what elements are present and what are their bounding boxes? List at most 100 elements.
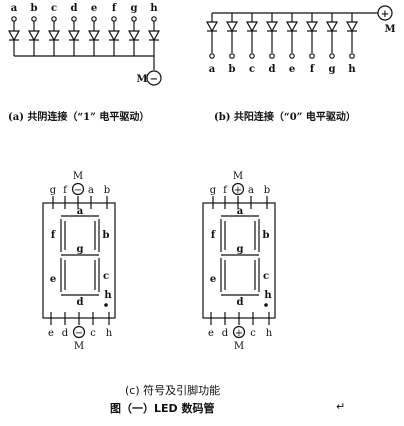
segment-label-g: g xyxy=(77,244,84,255)
pin-label-h: h xyxy=(106,328,113,339)
pin-label-b: b xyxy=(31,3,38,14)
segment-label-d: d xyxy=(77,297,84,308)
top-common-label: M xyxy=(73,171,83,182)
pin-label-a: a xyxy=(11,3,18,14)
pin-terminal xyxy=(71,16,77,22)
pin-terminal xyxy=(329,53,335,59)
pin-terminal xyxy=(349,53,355,59)
bottom-common-label: M xyxy=(74,341,84,352)
diode-e xyxy=(87,30,101,42)
segment-label-d: d xyxy=(237,297,244,308)
pin-terminal xyxy=(309,53,315,59)
segment-label-a: a xyxy=(77,206,84,217)
diode-d xyxy=(265,21,279,33)
pin-label-f: f xyxy=(112,3,117,14)
pin-terminal xyxy=(289,53,295,59)
minus-terminal-icon xyxy=(72,325,86,339)
segment-label-h: h xyxy=(104,290,112,301)
bottom-sign: + xyxy=(235,328,243,339)
pin-label-g: g xyxy=(50,185,57,196)
segment-label-e: e xyxy=(50,274,56,285)
segment-label-b: b xyxy=(263,230,270,241)
pin-label-e: e xyxy=(208,328,214,339)
pin-label-h: h xyxy=(150,3,158,14)
segment-label-c: c xyxy=(263,271,269,282)
top-sign: − xyxy=(74,185,82,196)
pin-label-b: b xyxy=(104,185,110,196)
segment-label-g: g xyxy=(237,244,244,255)
figure-title: 图（一）LED 数码管 xyxy=(110,401,214,415)
diode-a xyxy=(205,21,219,33)
pin-terminal xyxy=(229,53,235,59)
segment-label-e: e xyxy=(210,274,216,285)
plus-terminal-icon xyxy=(231,182,245,196)
diode-h xyxy=(345,21,359,33)
diode-d xyxy=(67,30,81,42)
top-common-label: M xyxy=(233,171,243,182)
pin-label-d: d xyxy=(222,328,229,339)
pin-label-f: f xyxy=(223,185,228,196)
plus-sign: + xyxy=(381,9,389,20)
diode-c xyxy=(245,21,259,33)
plus-terminal-icon xyxy=(377,5,393,21)
pin-label-d: d xyxy=(62,328,69,339)
return-mark: ↵ xyxy=(336,400,345,413)
diode-f xyxy=(305,21,319,33)
pin-label-b: b xyxy=(229,64,236,75)
pin-label-d: d xyxy=(71,3,78,14)
diode-e xyxy=(285,21,299,33)
diode-a xyxy=(7,30,21,42)
decimal-point-dot xyxy=(264,303,268,307)
segment-label-a: a xyxy=(237,206,244,217)
minus-terminal-icon xyxy=(146,70,162,86)
pin-label-a: a xyxy=(248,185,254,196)
pin-label-f: f xyxy=(310,64,315,75)
decimal-point-dot xyxy=(104,303,108,307)
pin-label-d: d xyxy=(269,64,276,75)
pin-terminal xyxy=(91,16,97,22)
pin-terminal xyxy=(269,53,275,59)
panel-a-common-cathode: a b c d e f g h −M xyxy=(7,3,162,86)
bottom-sign: − xyxy=(75,328,83,339)
minus-sign: − xyxy=(150,74,158,85)
common-label-m: M xyxy=(136,74,147,85)
segment-label-f: f xyxy=(211,230,216,241)
pin-terminal xyxy=(111,16,117,22)
diode-g xyxy=(127,30,141,42)
pin-label-f: f xyxy=(63,185,68,196)
caption-c: (c) 符号及引脚功能 xyxy=(125,383,220,397)
pin-label-e: e xyxy=(48,328,54,339)
panel-a-caption: (a) 共阴连接（“1” 电平驱动） xyxy=(8,110,149,123)
diode-g xyxy=(325,21,339,33)
pin-terminal xyxy=(249,53,255,59)
pin-label-g: g xyxy=(131,3,138,14)
top-sign: + xyxy=(234,185,242,196)
diode-b xyxy=(27,30,41,42)
pin-label-a: a xyxy=(88,185,94,196)
segment-label-f: f xyxy=(51,230,56,241)
plus-terminal-icon xyxy=(232,325,246,339)
diode-b xyxy=(225,21,239,33)
pin-label-a: a xyxy=(209,64,216,75)
pin-terminal xyxy=(11,16,17,22)
pin-label-g: g xyxy=(329,64,336,75)
pin-label-e: e xyxy=(289,64,295,75)
pin-label-c: c xyxy=(249,64,255,75)
diode-h xyxy=(147,30,161,42)
pin-label-g: g xyxy=(210,185,217,196)
pin-terminal xyxy=(51,16,57,22)
pin-label-h: h xyxy=(266,328,273,339)
panel-b-caption: (b) 共阳连接（“0” 电平驱动） xyxy=(214,110,356,123)
pin-label-e: e xyxy=(91,3,97,14)
segment-label-h: h xyxy=(264,290,272,301)
pin-label-c: c xyxy=(51,3,57,14)
segment-label-c: c xyxy=(103,271,109,282)
pin-terminal xyxy=(151,16,157,22)
common-label-m: M xyxy=(384,24,395,35)
pin-label-b: b xyxy=(264,185,270,196)
minus-terminal-icon xyxy=(71,182,85,196)
